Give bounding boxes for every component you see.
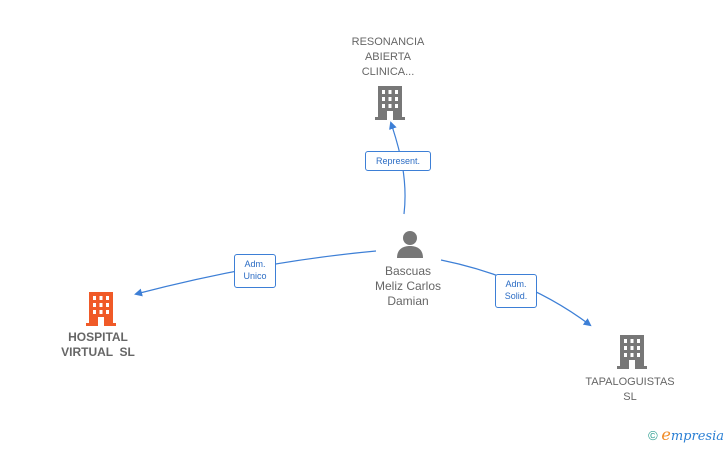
edge-label-adm-solid: Adm. Solid. <box>495 274 537 308</box>
node-label-line: CLINICA... <box>361 66 415 78</box>
node-label-line: Damian <box>387 294 429 308</box>
node-label-line: VIRTUAL SL <box>61 345 135 359</box>
node-label-person[interactable]: Bascuas Meliz Carlos Damian <box>358 264 458 309</box>
building-icon[interactable] <box>616 333 648 369</box>
edge-label-line: Unico <box>243 271 267 281</box>
node-label-line: SL <box>623 391 637 403</box>
node-label-line: RESONANCIA <box>351 36 425 48</box>
copyright-icon: © <box>648 428 658 443</box>
node-label-line: Meliz Carlos <box>374 279 441 293</box>
edge-label-adm-unico: Adm. Unico <box>234 254 276 288</box>
edge-label-represent: Represent. <box>365 151 431 171</box>
edge-label-line: Represent. <box>375 156 421 166</box>
node-label-tapaloguistas[interactable]: TAPALOGUISTAS SL <box>580 375 680 405</box>
brand-initial: e <box>661 425 671 444</box>
node-label-resonancia[interactable]: RESONANCIA ABIERTA CLINICA... <box>338 35 438 80</box>
node-label-line: Bascuas <box>384 264 432 278</box>
person-icon[interactable] <box>395 229 425 259</box>
building-icon[interactable] <box>85 290 117 326</box>
edge-label-line: Solid. <box>504 291 528 301</box>
edge-label-line: Adm. <box>244 259 266 269</box>
building-icon[interactable] <box>374 84 406 120</box>
node-label-line: HOSPITAL <box>68 330 128 344</box>
brand-name: mpresia <box>670 429 724 444</box>
node-label-line: ABIERTA <box>364 51 412 63</box>
node-label-line: TAPALOGUISTAS <box>585 376 675 388</box>
node-label-hospital-virtual[interactable]: HOSPITAL VIRTUAL SL <box>48 330 148 360</box>
empresia-watermark: © empresia <box>648 425 724 444</box>
edge-label-line: Adm. <box>505 279 527 289</box>
